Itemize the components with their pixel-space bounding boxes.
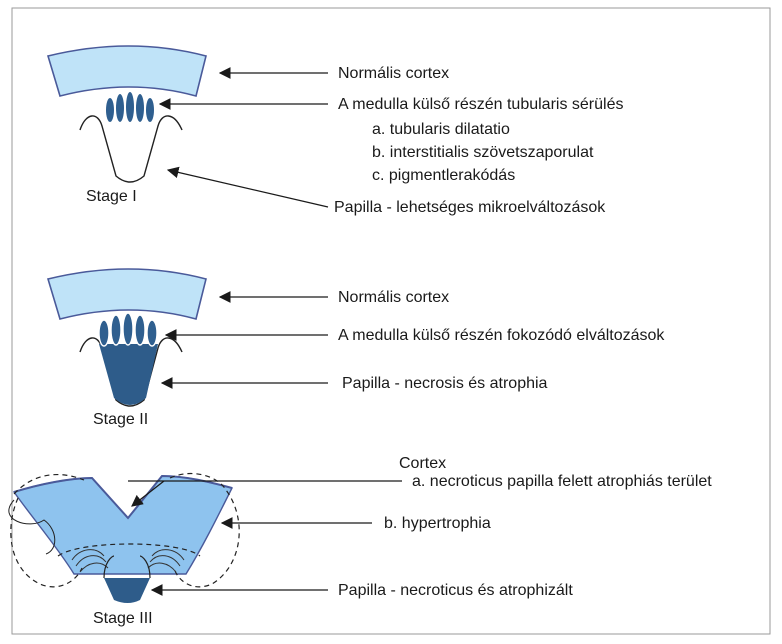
stage-1-tubule (116, 94, 124, 122)
stage-2-medulla-label: A medulla külső részén fokozódó elváltoz… (338, 327, 664, 345)
stage-1-detail-a: a. tubularis dilatatio (372, 121, 510, 139)
stage-2-tubule (147, 320, 157, 346)
stage-3-title: Stage III (93, 610, 153, 628)
stage-2-title: Stage II (93, 411, 148, 429)
stage-3-atrophy-label: a. necroticus papilla felett atrophiás t… (412, 473, 712, 491)
stage-1-tubule (136, 94, 144, 122)
stage-1-tubule (106, 98, 114, 122)
stage-1-tubule (126, 92, 134, 122)
stage-1-cortex-label: Normális cortex (338, 65, 449, 83)
stage-2-tubule (123, 313, 133, 345)
stage-3-hypertrophy-label: b. hypertrophia (384, 515, 491, 533)
stage-1-title: Stage I (86, 188, 137, 206)
stage-2-tubule (135, 315, 145, 345)
stage-1-papilla-label: Papilla - lehetséges mikroelváltozások (334, 199, 605, 217)
stage-2-tubule (111, 315, 121, 345)
stage-2-tubule (99, 320, 109, 346)
stage-1-medulla-label: A medulla külső részén tubularis sérülés (338, 96, 623, 114)
stage-3-papilla-label: Papilla - necroticus és atrophizált (338, 582, 573, 600)
stage-3-cortex-heading: Cortex (399, 455, 446, 473)
stage-2-papilla-label: Papilla - necrosis és atrophia (342, 375, 547, 393)
stage-1-detail-c: c. pigmentlerakódás (372, 167, 515, 185)
stage-1-detail-b: b. interstitialis szövetszaporulat (372, 144, 593, 162)
stage-1-tubule (146, 98, 154, 122)
stage-2-cortex-label: Normális cortex (338, 289, 449, 307)
